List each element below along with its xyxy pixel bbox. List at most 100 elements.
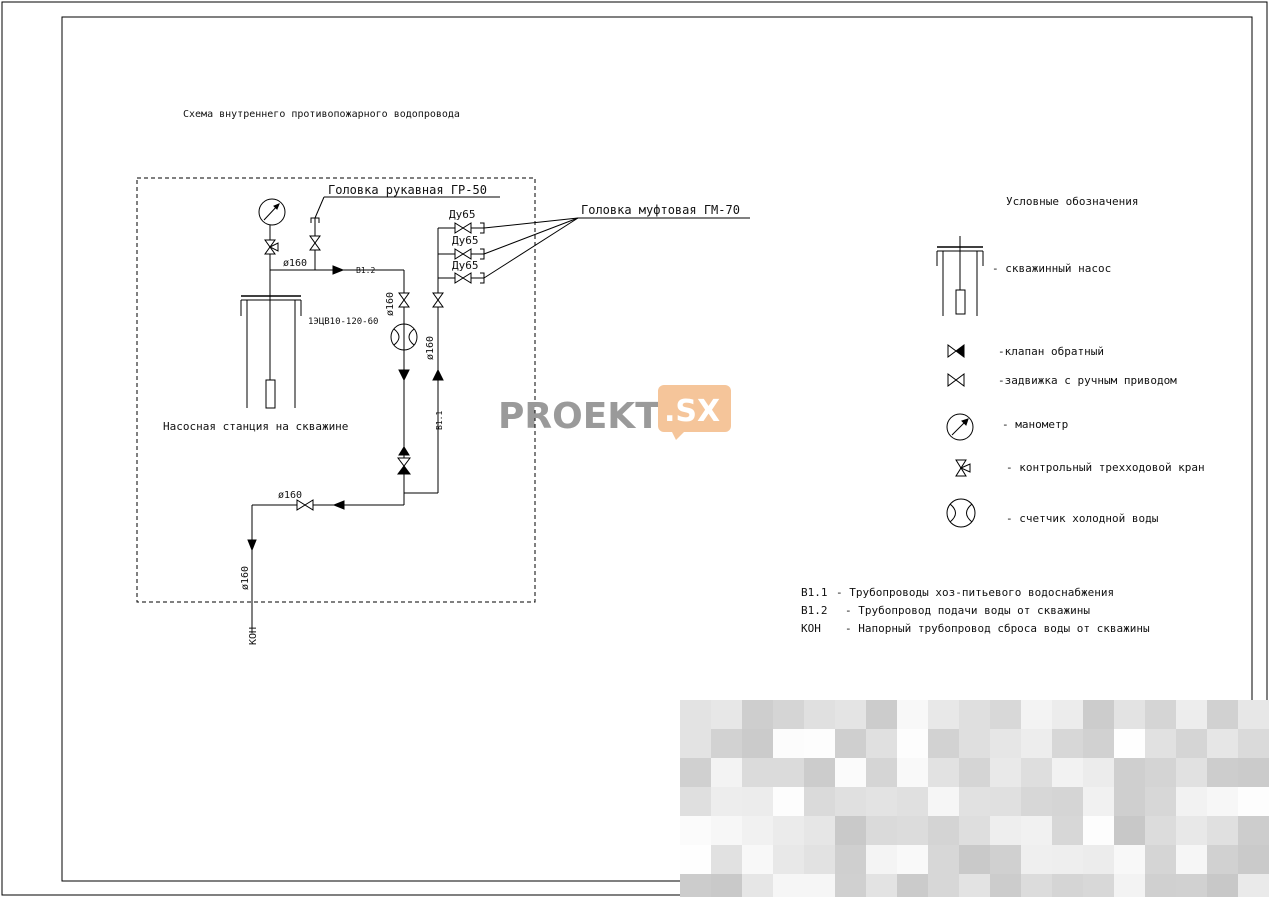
- mosaic-tile: [1052, 816, 1083, 845]
- mosaic-tile: [928, 758, 959, 787]
- mosaic-tile: [804, 700, 835, 729]
- mosaic-tile: [680, 729, 711, 758]
- mosaic-tile: [928, 845, 959, 874]
- mosaic-tile: [742, 758, 773, 787]
- mosaic-tile: [928, 729, 959, 758]
- mosaic-tile: [742, 787, 773, 816]
- water-meter-icon: [946, 498, 976, 528]
- mosaic-tile: [1052, 700, 1083, 729]
- mosaic-tile: [866, 874, 897, 897]
- mosaic-tile: [773, 845, 804, 874]
- mosaic-tile: [1238, 700, 1269, 729]
- kon-label: КОН: [248, 627, 259, 645]
- mosaic-tile: [1021, 758, 1052, 787]
- mosaic-tile: [990, 845, 1021, 874]
- coupling-leader-2: [483, 217, 579, 255]
- mosaic-tile: [959, 787, 990, 816]
- pipe-b11-label: В1.1: [435, 411, 444, 430]
- legend-label-pump: - скважинный насос: [992, 262, 1111, 275]
- mosaic-tile: [866, 787, 897, 816]
- mosaic-tile: [1176, 874, 1207, 897]
- coupling-head-label: Головка муфтовая ГМ-70: [581, 203, 740, 217]
- mosaic-tile: [959, 845, 990, 874]
- mosaic-tile: [1145, 700, 1176, 729]
- mosaic-tile: [1114, 729, 1145, 758]
- mosaic-tile: [959, 758, 990, 787]
- mosaic-tile: [1145, 845, 1176, 874]
- legend-pipe-label-b12: - Трубопровод подачи воды от скважины: [845, 604, 1090, 617]
- mosaic-tile: [1145, 729, 1176, 758]
- mosaic-tile: [959, 729, 990, 758]
- flow-arrow-icon: [432, 368, 444, 381]
- check-valve-icon: [947, 344, 965, 358]
- legend-pipe-code-b12: В1.2: [801, 604, 828, 617]
- watermark-suffix: .SX: [664, 394, 720, 429]
- d160-vert-right-label: ø160: [425, 336, 436, 360]
- mosaic-tile: [866, 758, 897, 787]
- flow-arrow-icon: [398, 369, 410, 382]
- mosaic-tile: [835, 845, 866, 874]
- mosaic-tile: [1145, 816, 1176, 845]
- mosaic-tile: [1021, 874, 1052, 897]
- mosaic-tile: [990, 816, 1021, 845]
- flow-arrow-icon: [247, 539, 257, 552]
- mosaic-tile: [1114, 816, 1145, 845]
- mosaic-tile: [1021, 700, 1052, 729]
- mosaic-tile: [866, 816, 897, 845]
- pipe-b12-label: В1.2: [356, 266, 375, 275]
- hose-head-label: Головка рукавная ГР-50: [328, 183, 487, 197]
- mosaic-tile: [1238, 845, 1269, 874]
- mosaic-tile: [711, 700, 742, 729]
- borehole-pump-icon: [936, 236, 984, 316]
- d160-bottom-label: ø160: [278, 490, 302, 501]
- mosaic-tile: [804, 845, 835, 874]
- mosaic-tile: [804, 729, 835, 758]
- mosaic-tile: [1207, 700, 1238, 729]
- mosaic-tile: [1238, 758, 1269, 787]
- legend-pipe-code-b11: В1.1: [801, 586, 828, 599]
- mosaic-tile: [959, 816, 990, 845]
- mosaic-tile: [866, 729, 897, 758]
- mosaic-tile: [680, 874, 711, 897]
- mosaic-tile: [742, 816, 773, 845]
- mosaic-tile: [804, 787, 835, 816]
- mosaic-tile: [711, 874, 742, 897]
- mosaic-tile: [1114, 845, 1145, 874]
- mosaic-tile: [959, 874, 990, 897]
- mosaic-tile: [835, 874, 866, 897]
- mosaic-tile: [742, 845, 773, 874]
- gate-valve-icon: [454, 248, 485, 260]
- mosaic-tile: [1021, 787, 1052, 816]
- mosaic-tile: [773, 787, 804, 816]
- mosaic-tile: [1083, 816, 1114, 845]
- manometer-icon: [946, 413, 974, 441]
- mosaic-tile: [1238, 874, 1269, 897]
- mosaic-tile: [1176, 845, 1207, 874]
- mosaic-tile: [897, 816, 928, 845]
- proekt-watermark: PROEKT .SX: [498, 385, 731, 440]
- mosaic-tile: [1207, 845, 1238, 874]
- three-way-valve-icon: [955, 459, 971, 477]
- title-block-pixelated: [680, 700, 1269, 897]
- mosaic-tile: [1207, 816, 1238, 845]
- mosaic-tile: [680, 700, 711, 729]
- mosaic-tile: [835, 729, 866, 758]
- mosaic-tile: [711, 758, 742, 787]
- gate-valve-icon: [432, 292, 444, 308]
- mosaic-tile: [1238, 787, 1269, 816]
- gate-valve-icon: [309, 235, 321, 251]
- mosaic-tile: [835, 816, 866, 845]
- mosaic-tile: [1083, 845, 1114, 874]
- mosaic-tile: [1021, 816, 1052, 845]
- mosaic-tile: [1207, 729, 1238, 758]
- mosaic-tile: [680, 816, 711, 845]
- gate-valve-icon: [398, 292, 410, 308]
- mosaic-tile: [897, 758, 928, 787]
- legend-pipe-label-b11: - Трубопроводы хоз-питьевого водоснабжен…: [836, 586, 1114, 599]
- mosaic-tile: [1083, 787, 1114, 816]
- mosaic-tile: [866, 845, 897, 874]
- mosaic-tile: [773, 816, 804, 845]
- legend-label-gate-valve: -задвижка с ручным приводом: [998, 374, 1177, 387]
- mosaic-tile: [1052, 845, 1083, 874]
- mosaic-tile: [928, 874, 959, 897]
